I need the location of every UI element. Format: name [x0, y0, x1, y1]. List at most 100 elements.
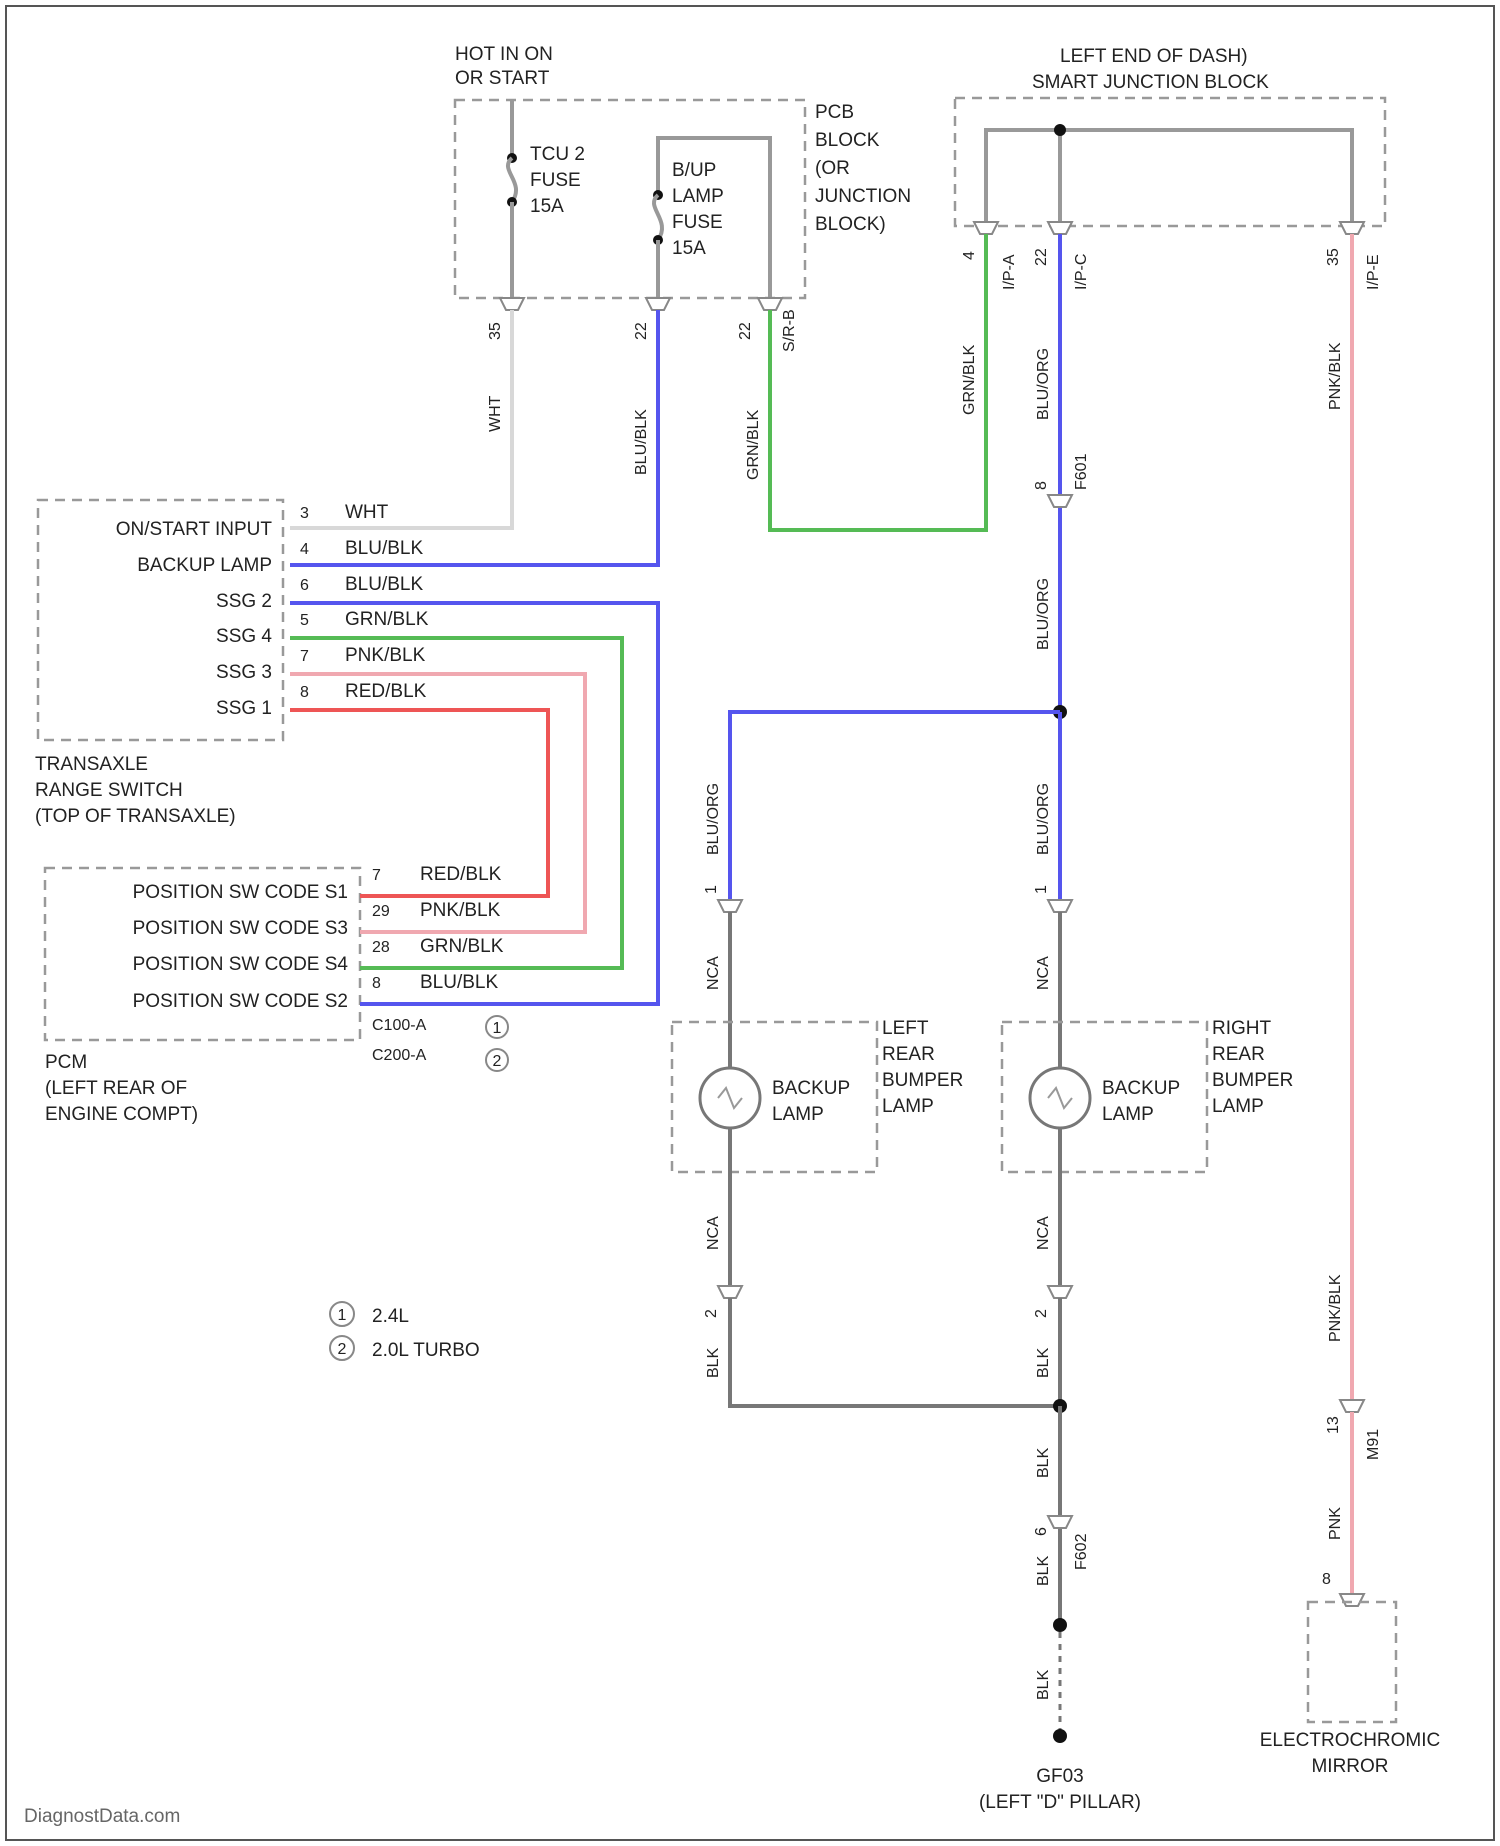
f602-pin: 6 [1033, 1527, 1050, 1536]
trs-row3-name: SSG 2 [216, 591, 272, 612]
pcm-row4-wire: BLU/BLK [420, 972, 498, 993]
right-lamp-label-4: LAMP [1212, 1096, 1264, 1117]
note-1-num: 1 [338, 1307, 347, 1324]
wire-blu-org-label-1: BLU/ORG [1035, 348, 1052, 420]
f601-pin: 8 [1033, 481, 1050, 490]
trs-row2-wire: BLU/BLK [345, 538, 423, 559]
right-lamp-pin2-connector [1048, 1286, 1072, 1298]
mirror-box [1308, 1602, 1396, 1722]
left-lamp-label-2: REAR [882, 1044, 935, 1065]
fuse2-label-2: LAMP [672, 186, 724, 207]
m91-name: M91 [1365, 1429, 1382, 1460]
left-lamp-pin1: 1 [703, 885, 720, 894]
wire-blu-org-label-4: BLU/ORG [1035, 783, 1052, 855]
pcb-pin-1: 35 [487, 322, 504, 340]
pcm-row1-pin: 7 [372, 867, 381, 884]
pcb-label-4: JUNCTION [815, 186, 911, 207]
wire-wht-label: WHT [487, 395, 504, 432]
right-nca-bottom-label: NCA [1035, 1216, 1052, 1250]
pcb-label-3: (OR [815, 158, 850, 179]
trs-row1-pin: 3 [300, 505, 309, 522]
f602-name: F602 [1073, 1533, 1090, 1570]
sjb-pin-connector-1 [974, 222, 998, 234]
fuse1-label-3: 15A [530, 196, 564, 217]
fuse2-label-1: B/UP [672, 160, 716, 181]
sjb-pin-3: 35 [1325, 248, 1342, 266]
trs-row1-name: ON/START INPUT [116, 519, 273, 540]
wire-blu-org-label-2: BLU/ORG [1035, 578, 1052, 650]
trs-row4-wire: GRN/BLK [345, 609, 429, 630]
wire-blk-left-return [730, 1298, 1060, 1406]
sjb-pin-connector-2 [1048, 222, 1072, 234]
pcm-row4-name: POSITION SW CODE S2 [133, 991, 348, 1012]
pnk-blk-label-2: PNK/BLK [1327, 1274, 1344, 1342]
ground-label-2: (LEFT "D" PILLAR) [979, 1792, 1141, 1813]
pcm-label-2: (LEFT REAR OF [45, 1078, 187, 1099]
pcb-pin-3: 22 [737, 322, 754, 340]
left-lamp-pin2-connector [718, 1286, 742, 1298]
mirror-label-2: MIRROR [1311, 1756, 1388, 1777]
pcm-note-marker-2-num: 2 [493, 1053, 502, 1070]
pcm-row3-pin: 28 [372, 939, 390, 956]
trs-row5-name: SSG 3 [216, 662, 272, 683]
sjb-label-2: SMART JUNCTION BLOCK [1032, 72, 1269, 93]
fuse1-element-icon [508, 158, 516, 202]
trs-row5-wire: PNK/BLK [345, 645, 426, 666]
pcb-block-box [455, 100, 805, 298]
trs-label-2: RANGE SWITCH [35, 780, 183, 801]
m91-connector [1340, 1400, 1364, 1412]
pcb-label-1: PCB [815, 102, 854, 123]
left-lamp-label-1: LEFT [882, 1018, 929, 1039]
watermark: DiagnostData.com [24, 1806, 180, 1827]
pcb-pin-connector-2 [646, 298, 670, 310]
wire-ssg1 [290, 710, 548, 896]
note-2-text: 2.0L TURBO [372, 1340, 480, 1361]
sjb-conn-2: I/P-C [1073, 254, 1090, 290]
pcm-row1-wire: RED/BLK [420, 864, 502, 885]
pcm-row2-wire: PNK/BLK [420, 900, 501, 921]
wire-blu-org-left-lamp [730, 712, 1060, 905]
ground-symbol-icon [1053, 1729, 1067, 1743]
trs-row6-name: SSG 1 [216, 698, 272, 719]
left-lamp-name-1: BACKUP [772, 1078, 850, 1099]
left-lamp-pin2: 2 [703, 1309, 720, 1318]
left-nca-top-label: NCA [705, 956, 722, 990]
trs-row3-wire: BLU/BLK [345, 574, 423, 595]
trs-row2-pin: 4 [300, 541, 309, 558]
left-lamp-label-4: LAMP [882, 1096, 934, 1117]
right-lamp-name-2: LAMP [1102, 1104, 1154, 1125]
pcm-row2-pin: 29 [372, 903, 390, 920]
blk-trunk-label-1: BLK [1035, 1447, 1052, 1478]
pcb-label-5: BLOCK) [815, 214, 886, 235]
pcb-pin-connector-1 [500, 298, 524, 310]
pcm-conn-1: C100-A [372, 1017, 427, 1034]
mirror-pin-connector [1340, 1594, 1364, 1606]
trs-row5-pin: 7 [300, 648, 309, 665]
f601-connector [1048, 495, 1072, 507]
trs-row3-pin: 6 [300, 577, 309, 594]
trs-label-1: TRANSAXLE [35, 754, 148, 775]
sjb-bus-splice [1054, 124, 1066, 136]
pcm-note-marker-1-num: 1 [493, 1020, 502, 1037]
pcb-pin-connector-3 [758, 298, 782, 310]
wire-blu-org-label-3: BLU/ORG [705, 783, 722, 855]
trs-row4-name: SSG 4 [216, 626, 272, 647]
sjb-pin-2: 22 [1033, 248, 1050, 266]
sjb-pin-1: 4 [961, 251, 978, 260]
pcm-conn-2: C200-A [372, 1047, 427, 1064]
sjb-pin-connector-3 [1340, 222, 1364, 234]
sjb-box [955, 98, 1385, 226]
fuse1-label-1: TCU 2 [530, 144, 585, 165]
pcm-label-1: PCM [45, 1052, 87, 1073]
wire-grn-blk-label-2: GRN/BLK [961, 344, 978, 415]
right-lamp-label-2: REAR [1212, 1044, 1265, 1065]
left-lamp-name-2: LAMP [772, 1104, 824, 1125]
right-lamp-pin1-connector [1048, 900, 1072, 912]
note-1-text: 2.4L [372, 1306, 409, 1327]
right-lamp-label-3: BUMPER [1212, 1070, 1293, 1091]
trs-row1-wire: WHT [345, 502, 389, 523]
wire-grn-blk-label-1: GRN/BLK [745, 409, 762, 480]
note-2-num: 2 [338, 1341, 347, 1358]
hot-label-line2: OR START [455, 68, 550, 89]
